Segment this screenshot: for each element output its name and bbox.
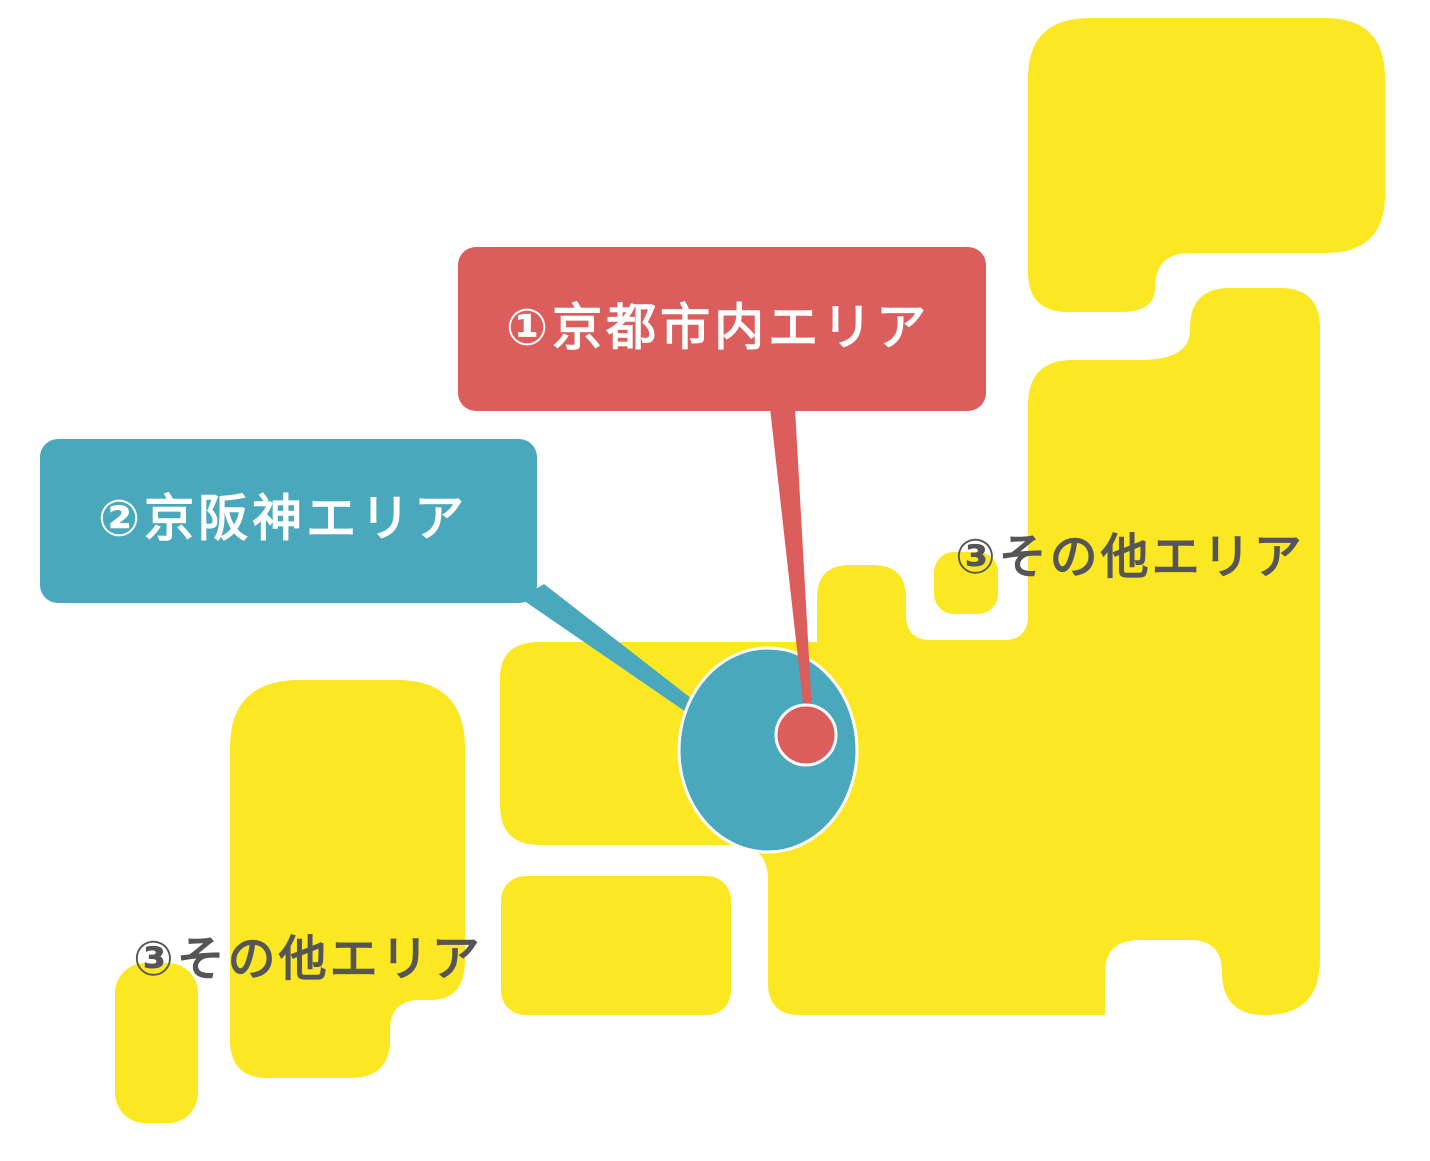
keihanshin-callout-pointer: [520, 584, 696, 712]
keihanshin-area-circle[interactable]: [677, 646, 859, 854]
land-hokkaido: [1028, 18, 1385, 312]
keihanshin-marker: [520, 584, 859, 854]
kyoto-city-marker: [770, 408, 838, 767]
kyoto-city-label: ①京都市内エリア: [506, 299, 930, 357]
keihanshin-label: ②京阪神エリア: [98, 490, 468, 548]
land-sado: [934, 552, 998, 614]
land-honshu: [500, 288, 1320, 1015]
keihanshin-callout[interactable]: ②京阪神エリア: [40, 439, 537, 603]
other-area-label-east[interactable]: ③その他エリア: [955, 529, 1305, 585]
land-masses: [115, 18, 1385, 1123]
kyoto-city-callout-pointer: [770, 408, 812, 712]
kyoto-city-callout-box: [458, 247, 986, 411]
kyoto-city-area-circle[interactable]: [774, 703, 838, 767]
land-southern-islands: [115, 963, 198, 1123]
other-area-label-west[interactable]: ③その他エリア: [133, 931, 483, 987]
keihanshin-callout-box: [40, 439, 537, 603]
kyoto-city-callout[interactable]: ①京都市内エリア: [458, 247, 986, 411]
land-shikoku: [501, 876, 731, 1015]
land-kyushu: [230, 680, 465, 1078]
